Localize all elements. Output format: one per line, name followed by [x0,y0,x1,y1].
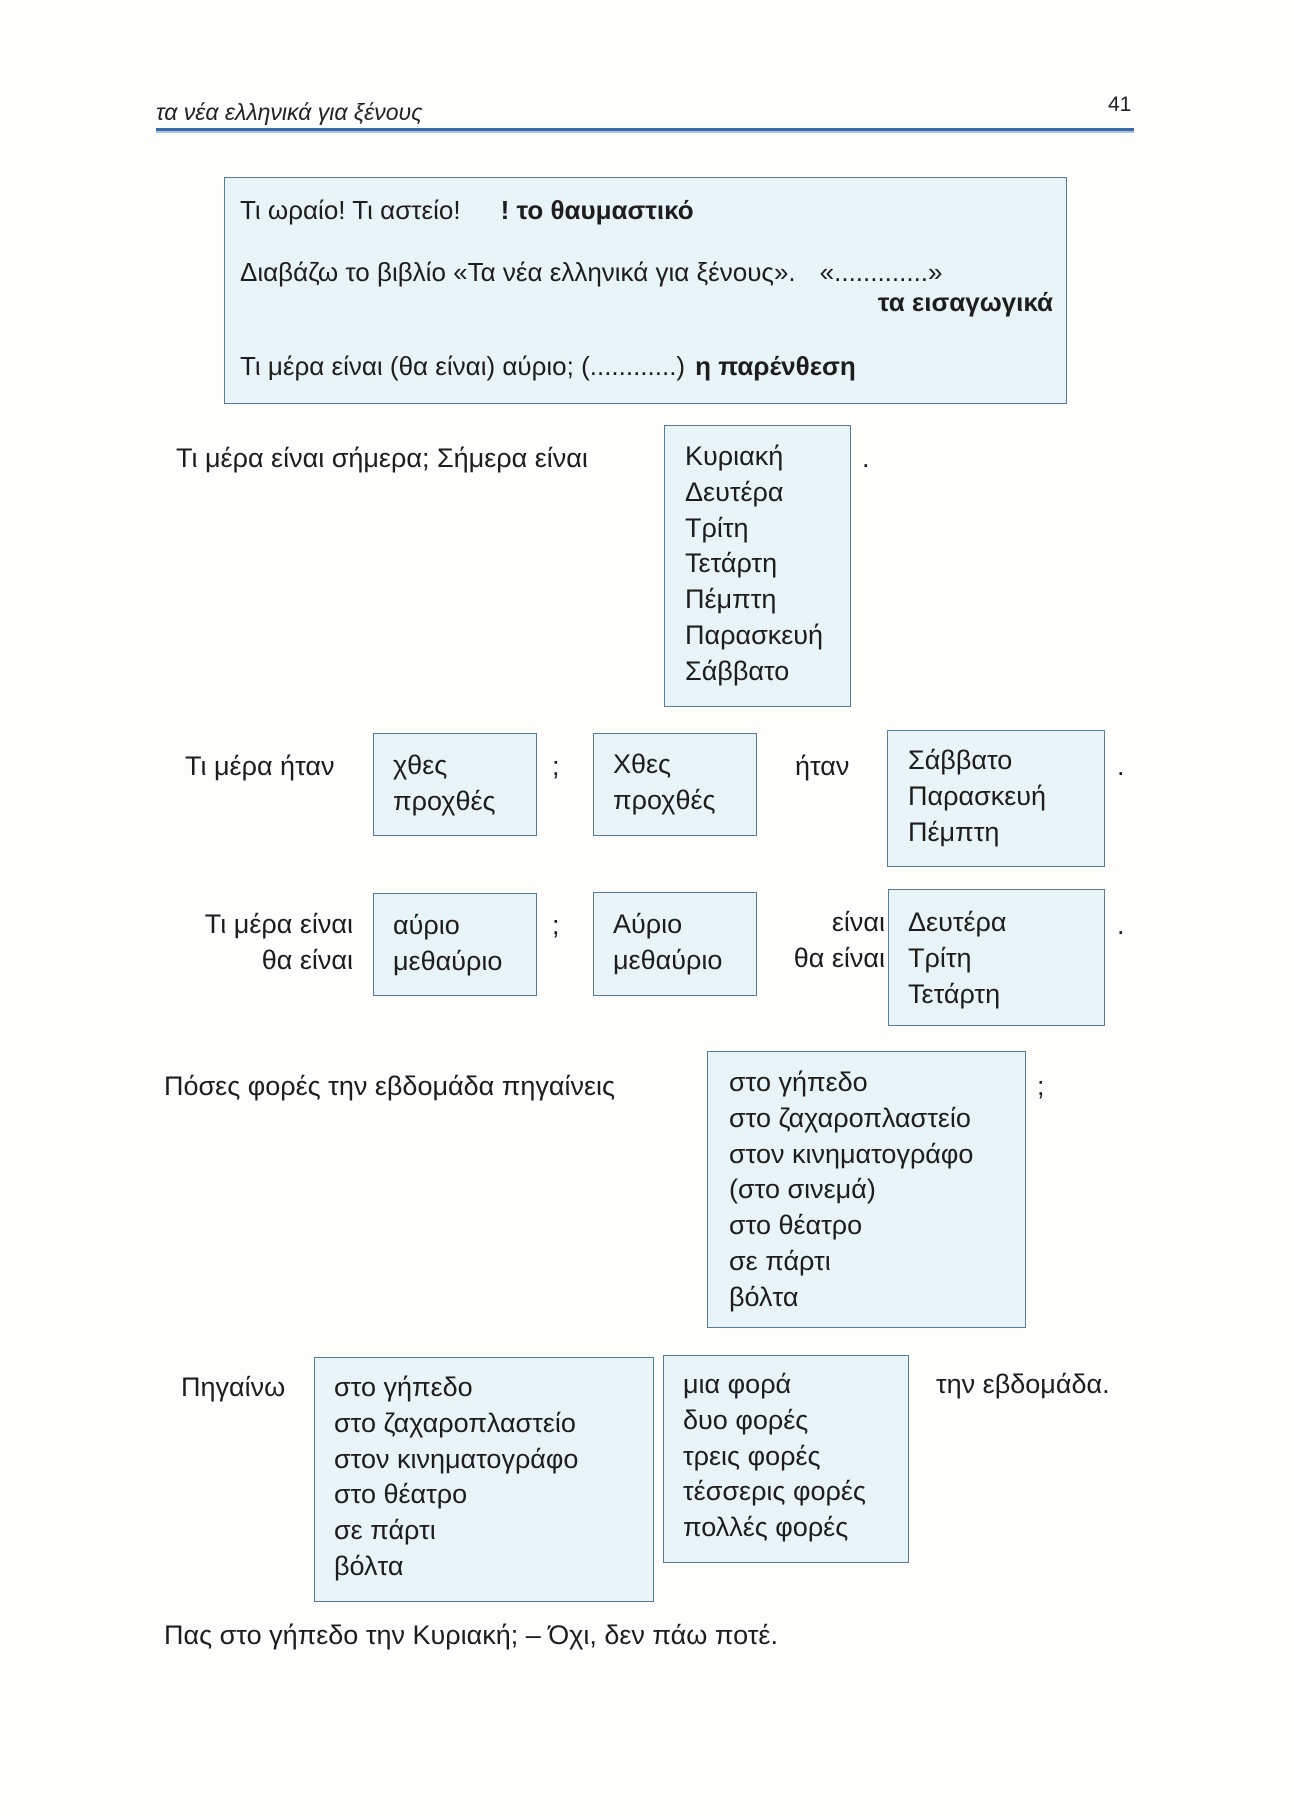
answer-places-box: στο γήπεδο στο ζαχαροπλαστείο στον κινημ… [314,1357,654,1602]
place-item: στον κινηματογράφο [729,1138,974,1169]
yesterday-days-box: Σάββατο Παρασκευή Πέμπτη [887,730,1105,867]
header-rule-shadow [156,131,1134,133]
parenthesis-row: Τι μέρα είναι (θα είναι) αύριο; (.......… [240,348,856,384]
parenthesis-example: Τι μέρα είναι (θα είναι) αύριο; (.......… [240,351,686,381]
weekday-item: Πέμπτη [685,584,777,615]
running-header-title: τα νέα ελληνικά για ξένους [156,99,423,125]
weekday-item: Τετάρτη [908,978,1001,1009]
answer-item: προχθές [613,784,716,815]
weekdays-box: Κυριακή Δευτέρα Τρίτη Τετάρτη Πέμπτη Παρ… [664,425,851,707]
weekday-item: Παρασκευή [908,780,1047,811]
tomorrow-options-box: αύριο μεθαύριο [373,893,537,996]
tomorrow-question: Τι μέρα είναι θα είναι [170,907,353,979]
option-item: μεθαύριο [393,945,503,976]
frequencies-box: μια φορά δυο φορές τρεις φορές τέσσερις … [663,1355,909,1563]
weekday-item: Πέμπτη [908,816,1000,847]
frequency-question: Πόσες φορές την εβδομάδα πηγαίνεις [164,1071,616,1101]
place-item: βόλτα [729,1281,799,1312]
frequency-item: δυο φορές [683,1404,809,1435]
place-item: στο θέατρο [729,1210,863,1241]
place-item: στο γήπεδο [334,1372,473,1402]
quotes-label: τα εισαγωγικά [877,287,1053,317]
answer-item: μεθαύριο [613,944,723,975]
quotes-example: Διαβάζω το βιβλίο «Τα νέα ελληνικά για ξ… [240,257,796,287]
place-item: στο ζαχαροπλαστείο [334,1407,576,1438]
quotes-row: Διαβάζω το βιβλίο «Τα νέα ελληνικά για ξ… [240,254,942,290]
parenthesis-label: η παρένθεση [695,351,856,381]
exclamation-label: ! το θαυμαστικό [500,195,694,225]
today-question: Τι μέρα είναι σήμερα; Σήμερα είναι [176,443,588,473]
option-item: χθες [393,750,448,780]
place-item: στο ζαχαροπλαστείο [729,1102,971,1133]
exclamation-example: Τι ωραίο! Τι αστείο! [240,195,461,225]
tomorrow-days-box: Δευτέρα Τρίτη Τετάρτη [888,889,1105,1026]
weekday-item: Κυριακή [685,441,784,471]
tomorrow-question-line: Τι μέρα είναι [204,909,353,939]
frequency-question-mark: ; [1037,1071,1045,1101]
yesterday-full-stop: . [1117,751,1125,781]
frequency-item: μια φορά [683,1369,792,1399]
places-box: στο γήπεδο στο ζαχαροπλαστείο στον κινημ… [707,1051,1026,1328]
yesterday-verb: ήταν [795,751,850,781]
yesterday-question: Τι μέρα ήταν [185,751,335,781]
frequency-item: τρεις φορές [683,1440,821,1471]
exclamation-row: Τι ωραίο! Τι αστείο! ! το θαυμαστικό [240,192,694,228]
weekday-item: Τρίτη [685,512,749,543]
tomorrow-verb-line: είναι [831,907,885,937]
answer-ending: την εβδομάδα. [936,1369,1110,1399]
yesterday-options-box: χθες προχθές [373,733,537,836]
header-rule [156,128,1134,131]
answer-verb: Πηγαίνω [181,1372,286,1402]
today-full-stop: . [862,443,870,473]
tomorrow-verb-line: θα είναι [793,942,885,973]
page-number: 41 [1108,93,1132,116]
option-item: προχθές [393,785,496,816]
weekday-item: Παρασκευή [685,619,824,650]
option-item: αύριο [393,910,460,940]
tomorrow-verb: είναι θα είναι [755,905,885,977]
weekday-item: Δευτέρα [908,907,1007,937]
weekday-item: Δευτέρα [685,476,784,507]
place-item: στο γήπεδο [729,1067,868,1097]
quotes-symbol: «.............» [819,257,943,287]
place-item: (στο σινεμά) [729,1174,876,1205]
weekday-item: Σάββατο [908,745,1013,775]
punctuation-box: Τι ωραίο! Τι αστείο! ! το θαυμαστικό Διαβ… [224,177,1067,404]
place-item: σε πάρτι [334,1515,436,1546]
place-item: βόλτα [334,1550,404,1581]
frequency-item: τέσσερις φορές [683,1476,866,1507]
answer-item: Χθες [613,749,672,779]
tomorrow-full-stop: . [1117,910,1125,940]
tomorrow-question-mark: ; [552,910,560,940]
weekday-item: Σάββατο [685,655,790,686]
place-item: στον κινηματογράφο [334,1443,579,1474]
place-item: στο θέατρο [334,1479,468,1510]
yesterday-question-mark: ; [552,751,560,781]
weekday-item: Τετάρτη [685,548,778,579]
tomorrow-answer-box: Αύριο μεθαύριο [593,892,757,996]
answer-item: Αύριο [613,909,683,939]
frequency-item: πολλές φορές [683,1512,849,1543]
yesterday-answer-box: Χθες προχθές [593,733,757,836]
place-item: σε πάρτι [729,1245,831,1276]
tomorrow-question-line: θα είναι [261,944,353,975]
closing-dialogue-line: Πας στο γήπεδο την Κυριακή; – Όχι, δεν π… [164,1620,778,1650]
weekday-item: Τρίτη [908,942,972,973]
